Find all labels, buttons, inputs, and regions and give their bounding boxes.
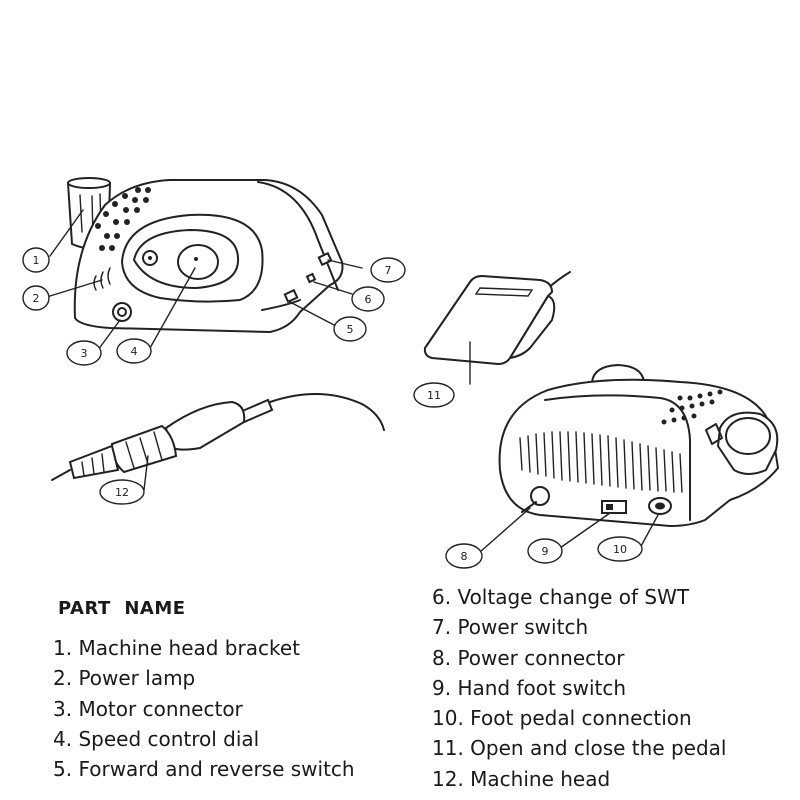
callout-11-label: 11 (427, 389, 441, 402)
callout-10-label: 10 (613, 543, 627, 556)
legend-item: 11. Open and close the pedal (432, 736, 727, 761)
callout-4-label: 4 (131, 345, 138, 358)
leader-lines (49, 209, 659, 553)
callout-2-label: 2 (33, 292, 40, 305)
callout-6-label: 6 (365, 293, 372, 306)
legend-item: 3. Motor connector (53, 696, 243, 721)
legend-item: 1. Machine head bracket (53, 636, 300, 660)
rear-vent-slats (519, 431, 683, 493)
foot-pedal (423, 271, 571, 366)
callout-10: 10 (597, 536, 643, 562)
callout-3-label: 3 (81, 347, 88, 360)
legend-item: 9. Hand foot switch (432, 675, 627, 700)
callout-5-label: 5 (347, 323, 354, 336)
legend-item: 4. Speed control dial (53, 726, 260, 751)
legend-item: 12. Machine head (432, 766, 611, 791)
front-control-unit (66, 177, 344, 334)
callout-9-label: 9 (542, 545, 549, 558)
legend-title: PART NAME (58, 598, 186, 619)
power-lamp (142, 250, 158, 266)
motor-connector (112, 302, 132, 322)
callout-12-label: 12 (115, 486, 129, 499)
callout-9: 9 (527, 538, 563, 564)
legend-item: 6. Voltage change of SWT (432, 585, 690, 609)
callout-12: 12 (99, 479, 145, 505)
ventilation-dots (95, 187, 151, 251)
legend-left-column: 1. Machine head bracket 2. Power lamp 3.… (53, 633, 355, 784)
callout-3: 3 (66, 340, 102, 366)
legend-item: 7. Power switch (432, 615, 589, 640)
callout-11: 11 (413, 382, 455, 408)
handpiece (51, 393, 385, 481)
callout-5: 5 (333, 316, 367, 342)
callout-2: 2 (22, 285, 50, 311)
callout-4: 4 (116, 338, 152, 364)
callout-8: 8 (445, 543, 483, 569)
speed-control-dial (177, 244, 219, 280)
callout-8-label: 8 (461, 550, 468, 563)
callout-7: 7 (370, 257, 406, 283)
rear-control-unit (498, 363, 780, 528)
legend-item: 10. Foot pedal connection (432, 706, 692, 731)
legend-item: 5. Forward and reverse switch (53, 757, 355, 782)
rear-machine-head-bracket (705, 411, 779, 475)
callout-7-label: 7 (385, 264, 392, 277)
legend-right-column: 6. Voltage change of SWT 7. Power switch… (432, 582, 726, 794)
legend-item: 8. Power connector (432, 645, 625, 670)
callout-1: 1 (22, 247, 50, 273)
callout-6: 6 (351, 286, 385, 312)
callout-1-label: 1 (33, 254, 40, 267)
legend-item: 2. Power lamp (53, 666, 196, 691)
power-connector (521, 486, 550, 513)
foot-pedal-connection (648, 497, 672, 515)
hand-foot-switch (601, 500, 627, 514)
